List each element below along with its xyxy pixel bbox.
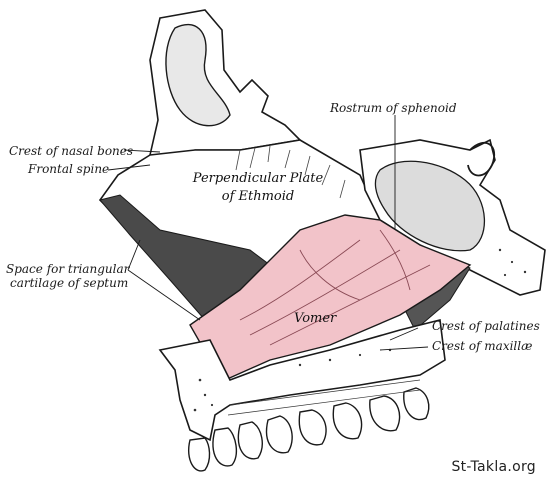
teeth	[188, 387, 430, 472]
label-perpendicular-plate-line2: of Ethmoid	[221, 189, 295, 204]
sphenoid-hook	[467, 141, 495, 177]
watermark: St-Takla.org	[451, 459, 536, 475]
label-space-triangular-line1: Space for triangular	[6, 262, 130, 276]
label-crest-maxillae: Crest of maxillæ	[432, 339, 533, 353]
leader-lines	[107, 115, 429, 351]
ethmoid-hatching	[235, 145, 346, 199]
label-crest-nasal-bones: Crest of nasal bones	[9, 144, 134, 158]
gum-shading	[227, 379, 421, 416]
label-vomer: Vomer	[294, 311, 337, 326]
label-rostrum-sphenoid: Rostrum of sphenoid	[330, 101, 457, 115]
sphenoid-sinus	[374, 160, 486, 252]
label-frontal-spine: Frontal spine	[28, 162, 110, 176]
frontal-sinus-shape	[165, 23, 231, 127]
label-crest-palatines: Crest of palatines	[432, 319, 540, 333]
label-space-triangular-line2: cartilage of septum	[10, 276, 129, 290]
label-perpendicular-plate-line1: Perpendicular Plate	[192, 171, 324, 186]
maxilla-shape	[158, 319, 446, 442]
vomer-shape	[189, 214, 472, 381]
vomer-texture	[239, 229, 431, 346]
label-perpendicular-plate: Perpendicular Plate of Ethmoid	[178, 170, 338, 206]
